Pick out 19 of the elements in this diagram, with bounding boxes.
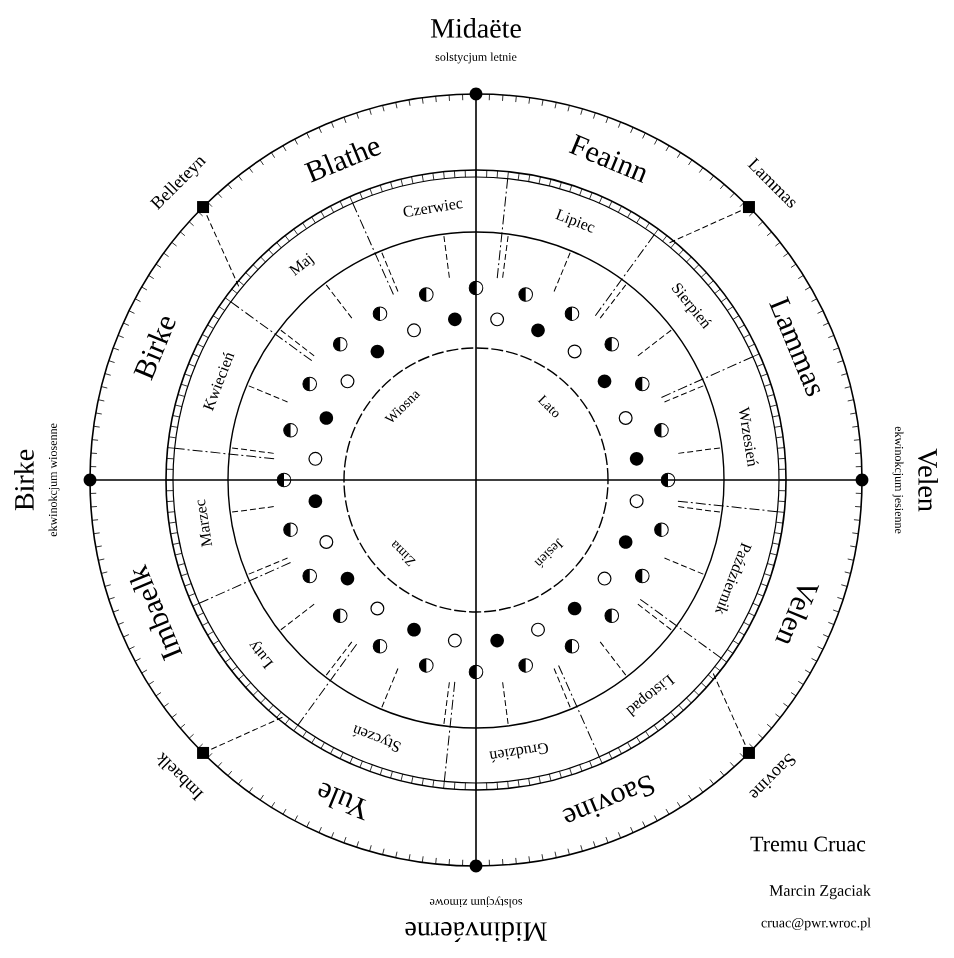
month-label: Marzec — [197, 499, 213, 548]
season-label: Feainn — [568, 134, 646, 183]
cardinal-label: Midinváerne — [405, 922, 547, 942]
cardinal-label: Velen — [918, 448, 938, 512]
season-label: Blathe — [303, 141, 382, 183]
signature-text: Tremu Cruac — [750, 836, 866, 852]
season-label: Velen — [775, 585, 820, 644]
cardinal-label: Midaëte — [430, 18, 521, 38]
season-label: Saovine — [562, 775, 655, 823]
month-label: Lipiec — [555, 208, 595, 233]
signature-text: Marcin Zgaciak — [769, 884, 871, 900]
season-label: Birke — [133, 317, 176, 381]
cardinal-label: Birke — [14, 449, 34, 511]
month-label: Grudzień — [489, 743, 548, 763]
month-label: Wrzesień — [739, 406, 759, 467]
season-label: Yule — [318, 782, 367, 821]
month-label: Maj — [288, 253, 315, 277]
month-label: Styczeń — [352, 725, 401, 752]
month-label: Czerwiec — [403, 199, 463, 217]
